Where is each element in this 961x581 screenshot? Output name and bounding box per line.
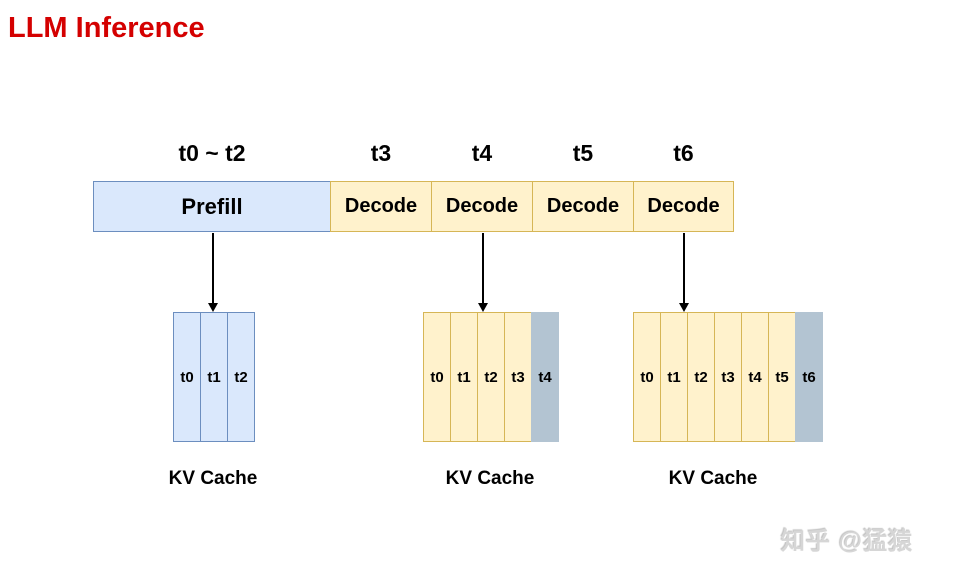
kv-cell: t0 [633, 312, 661, 442]
kv-cache-label: KV Cache [445, 468, 535, 489]
kv-cell: t1 [660, 312, 688, 442]
kv-cell: t2 [687, 312, 715, 442]
timeline-segment-decode: Decode [431, 181, 533, 232]
time-label: t0 ~ t2 [178, 140, 246, 166]
kv-cell: t4 [531, 312, 559, 442]
down-arrow-icon [208, 233, 218, 312]
segment-label: Decode [445, 195, 519, 217]
watermark: 知乎 @猛猿 [781, 528, 914, 555]
page-title: LLM Inference [8, 12, 205, 44]
arrowhead [208, 303, 218, 312]
time-label: t3 [370, 140, 392, 166]
kv-cell: t0 [423, 312, 451, 442]
kv-cell: t2 [227, 312, 255, 442]
kv-cell: t2 [477, 312, 505, 442]
segment-label: Decode [546, 195, 620, 217]
down-arrow-icon [679, 233, 689, 312]
kv-cell: t0 [173, 312, 201, 442]
time-label: t6 [673, 140, 694, 166]
arrowhead [679, 303, 689, 312]
kv-cell: t1 [200, 312, 228, 442]
time-label: t4 [471, 140, 493, 166]
timeline-segment-decode: Decode [532, 181, 634, 232]
segment-label: Decode [647, 195, 720, 217]
kv-cache-label: KV Cache [668, 468, 758, 489]
kv-cell: t3 [504, 312, 532, 442]
down-arrow-icon [478, 233, 488, 312]
timeline-segment-prefill: Prefill [93, 181, 331, 232]
kv-cell: t4 [741, 312, 769, 442]
kv-cell: t6 [795, 312, 823, 442]
kv-cell: t5 [768, 312, 796, 442]
segment-label: Prefill [181, 193, 243, 219]
timeline-segment-decode: Decode [633, 181, 734, 232]
kv-cell: t3 [714, 312, 742, 442]
timeline-segment-decode: Decode [330, 181, 432, 232]
kv-cache-label: KV Cache [168, 468, 258, 489]
time-label: t5 [572, 140, 594, 166]
arrowhead [478, 303, 488, 312]
segment-label: Decode [344, 195, 418, 217]
kv-cell: t1 [450, 312, 478, 442]
